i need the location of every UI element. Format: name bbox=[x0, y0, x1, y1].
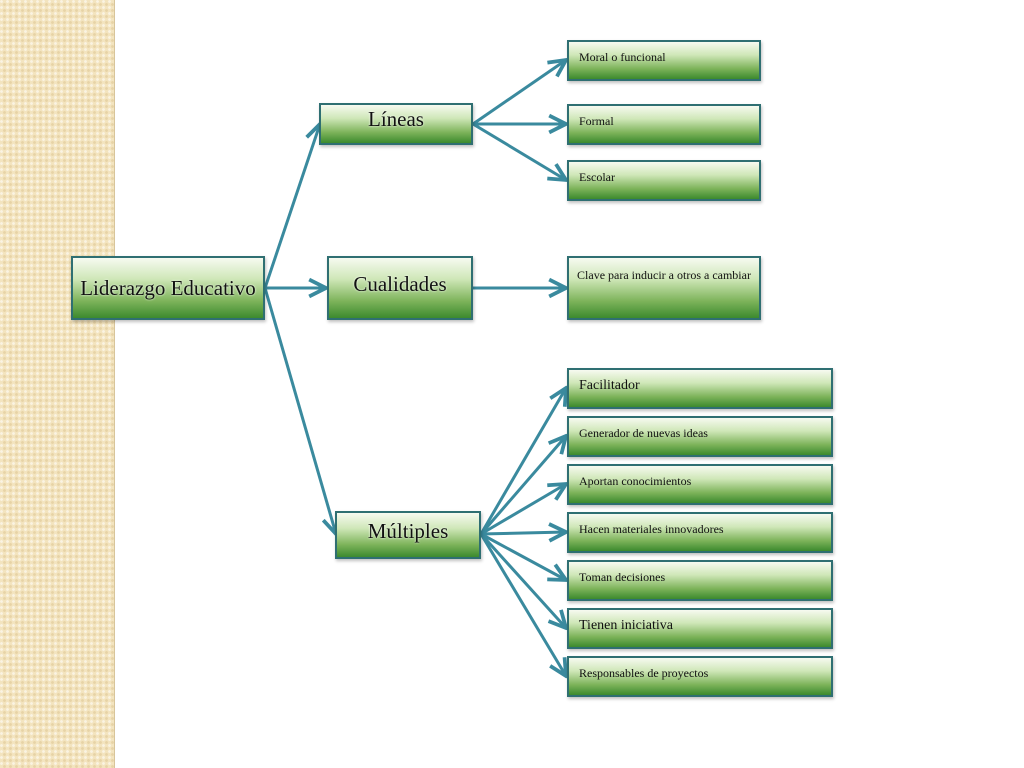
leaf-node-tienen-iniciativa: Tienen iniciativa bbox=[567, 608, 833, 649]
leaf-node-label: Aportan conocimientos bbox=[579, 474, 692, 488]
leaf-node-label: Tienen iniciativa bbox=[579, 618, 673, 633]
leaf-node-label: Moral o funcional bbox=[579, 50, 666, 64]
leaf-node-label: Clave para inducir a otros a cambiar bbox=[577, 268, 751, 282]
connector-multiples-aportan bbox=[480, 484, 566, 536]
connector-multiples-responsables bbox=[479, 533, 566, 676]
branch-node-cualidades: Cualidades bbox=[327, 256, 473, 320]
leaf-node-label: Escolar bbox=[579, 170, 615, 184]
leaf-node-hacen-materiales-innovadores: Hacen materiales innovadores bbox=[567, 512, 833, 553]
leaf-node-formal: Formal bbox=[567, 104, 761, 145]
leaf-node-label: Hacen materiales innovadores bbox=[579, 522, 724, 536]
root-node-liderazgo-educativo: Liderazgo Educativo bbox=[71, 256, 265, 320]
connector-lineas-moral bbox=[472, 60, 566, 126]
leaf-node-facilitador: Facilitador bbox=[567, 368, 833, 409]
connector-multiples-facilitador bbox=[479, 388, 566, 535]
leaf-node-moral-o-funcional: Moral o funcional bbox=[567, 40, 761, 81]
leaf-node-label: Formal bbox=[579, 114, 614, 128]
leaf-node-label: Responsables de proyectos bbox=[579, 666, 709, 680]
leaf-node-toman-decisiones: Toman decisiones bbox=[567, 560, 833, 601]
leaf-node-escolar: Escolar bbox=[567, 160, 761, 201]
leaf-node-clave-para-inducir: Clave para inducir a otros a cambiar bbox=[567, 256, 761, 320]
connector-root-lineas bbox=[263, 124, 320, 289]
connector-lineas-escolar bbox=[472, 122, 566, 180]
connector-multiples-toman bbox=[480, 532, 566, 580]
branch-node-label: Múltiples bbox=[367, 519, 449, 543]
connector-multiples-tienen bbox=[479, 532, 566, 628]
branch-node-label: Cualidades bbox=[353, 272, 447, 296]
branch-node-multiples: Múltiples bbox=[335, 511, 481, 559]
leaf-node-label: Facilitador bbox=[579, 378, 640, 393]
branch-node-lineas: Líneas bbox=[319, 103, 473, 145]
leaf-node-generador-de-nuevas-ideas: Generador de nuevas ideas bbox=[567, 416, 833, 457]
connector-multiples-generador bbox=[479, 436, 566, 535]
branch-node-label: Líneas bbox=[368, 107, 424, 131]
root-node-label: Liderazgo Educativo bbox=[80, 275, 256, 300]
decorative-side-strip bbox=[0, 0, 115, 768]
leaf-node-aportan-conocimientos: Aportan conocimientos bbox=[567, 464, 833, 505]
connector-root-multiples bbox=[263, 287, 336, 534]
leaf-node-label: Generador de nuevas ideas bbox=[579, 426, 708, 440]
leaf-node-label: Toman decisiones bbox=[579, 570, 666, 584]
connector-multiples-hacen bbox=[480, 532, 566, 534]
leaf-node-responsables-de-proyectos: Responsables de proyectos bbox=[567, 656, 833, 697]
